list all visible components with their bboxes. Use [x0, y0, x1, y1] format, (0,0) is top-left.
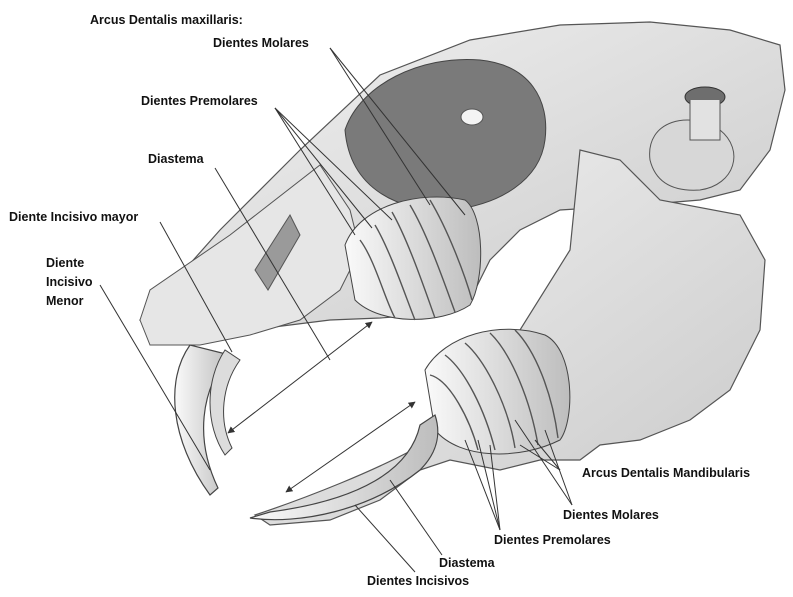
label-diastema-bottom: Diastema	[439, 556, 495, 570]
label-arcus-mandibularis: Arcus Dentalis Mandibularis	[582, 466, 750, 480]
foramen-spot	[461, 109, 483, 125]
label-incisivo-menor-line3: Menor	[46, 292, 93, 311]
label-incisivo-menor-line2: Incisivo	[46, 273, 93, 292]
label-diastema-top: Diastema	[148, 152, 204, 166]
lower-incisor	[250, 415, 438, 520]
label-molares-top: Dientes Molares	[213, 36, 309, 50]
diastema-arrow-top	[228, 322, 372, 433]
label-premolares-top: Dientes Premolares	[141, 94, 258, 108]
ear-tube	[690, 100, 720, 140]
label-molares-bottom: Dientes Molares	[563, 508, 659, 522]
label-premolares-bottom: Dientes Premolares	[494, 533, 611, 547]
label-incisivos-bottom: Dientes Incisivos	[367, 574, 469, 588]
label-incisivo-menor: Diente Incisivo Menor	[46, 254, 93, 310]
label-incisivo-mayor: Diente Incisivo mayor	[9, 210, 138, 224]
lower-cheek-teeth	[425, 329, 570, 454]
label-arcus-maxillaris: Arcus Dentalis maxillaris:	[90, 13, 243, 27]
label-incisivo-menor-line1: Diente	[46, 254, 93, 273]
